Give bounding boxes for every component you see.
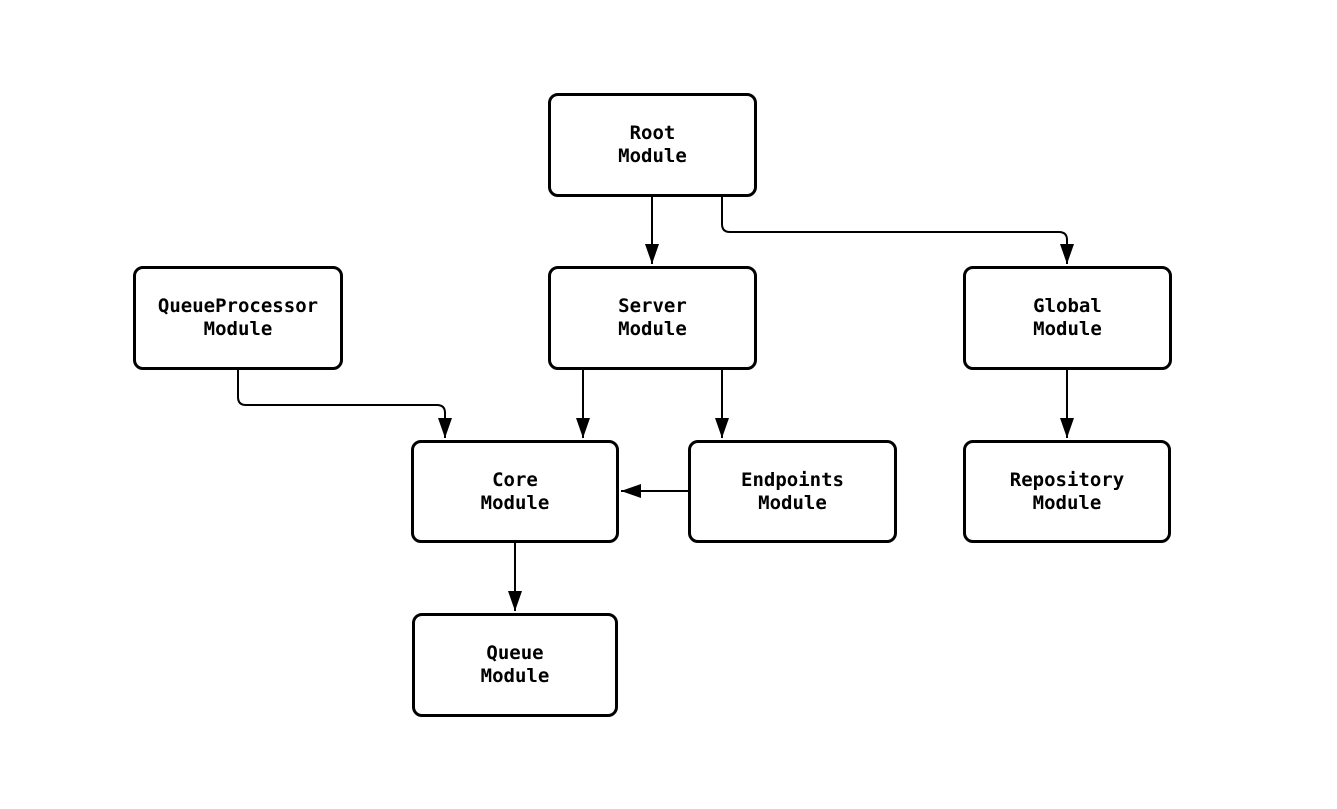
node-queueprocessor-module: QueueProcessor Module (133, 266, 343, 370)
node-endpoints-module: Endpoints Module (688, 440, 897, 543)
node-queue-label: Queue Module (481, 642, 550, 688)
node-global-module: Global Module (963, 266, 1172, 370)
node-label-line: QueueProcessor (157, 295, 319, 317)
node-repository-module: Repository Module (963, 440, 1171, 543)
edge-root-to-global (721, 197, 1074, 264)
node-queue-module: Queue Module (412, 613, 618, 717)
node-label-line: Global (1033, 295, 1102, 317)
node-label-line: Module (480, 665, 550, 687)
edge-queueprocessor-to-core (237, 370, 452, 438)
node-label-line: Module (758, 491, 827, 514)
node-queueprocessor-label: QueueProcessor Module (158, 295, 318, 341)
node-repository-label: Repository Module (1010, 469, 1124, 515)
node-server-module: Server Module (548, 266, 757, 370)
node-label-line: Repository (1009, 468, 1125, 491)
node-label-line: Module (1032, 491, 1102, 514)
node-label-line: Module (203, 318, 273, 340)
node-server-label: Server Module (618, 295, 687, 341)
node-label-line: Module (618, 318, 687, 340)
node-core-module: Core Module (411, 440, 619, 543)
node-label-line: Root (629, 122, 676, 144)
node-label-line: Module (1033, 318, 1102, 340)
node-root-label: Root Module (618, 122, 687, 168)
node-label-line: Core (492, 468, 538, 491)
node-label-line: Module (480, 491, 550, 514)
node-global-label: Global Module (1033, 295, 1102, 341)
node-endpoints-label: Endpoints Module (741, 469, 844, 515)
node-label-line: Endpoints (741, 468, 844, 491)
node-core-label: Core Module (481, 469, 550, 515)
node-label-line: Server (618, 295, 687, 317)
node-root-module: Root Module (548, 93, 757, 197)
node-label-line: Module (618, 145, 687, 167)
node-label-line: Queue (486, 642, 544, 664)
